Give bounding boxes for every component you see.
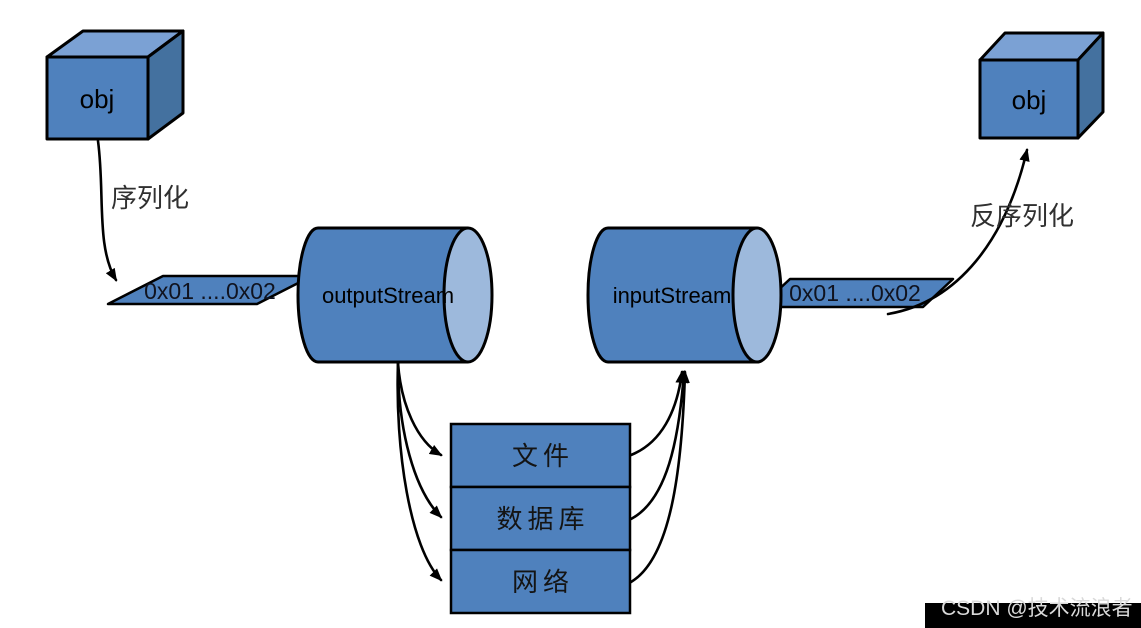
destination-network-label: 网络 xyxy=(512,567,574,597)
arrow-out-to-network xyxy=(396,361,443,582)
box-rect xyxy=(449,548,632,615)
target-object-label: obj xyxy=(1012,85,1047,115)
arrow-out-to-file xyxy=(396,361,443,457)
watermark-bar xyxy=(925,603,1141,628)
deserialize-arrow xyxy=(886,148,1030,316)
cube-front-face xyxy=(978,58,1080,140)
destination-network-box: 网络 xyxy=(449,548,632,615)
cylinder-cap xyxy=(442,226,494,364)
arrow-network-to-in xyxy=(629,370,690,584)
deserialize-label: 反序列化 xyxy=(970,201,1074,231)
arrow-database-to-in xyxy=(629,370,689,521)
output-stream-cylinder: outputStream xyxy=(296,226,494,364)
arrow-file-to-in xyxy=(629,370,686,457)
output-stream-label: outputStream xyxy=(322,283,454,308)
serialized-bytes-left-label: 0x01 ....0x02 xyxy=(144,278,276,304)
input-stream-cylinder: inputStream xyxy=(586,226,783,364)
box-rect xyxy=(449,485,632,552)
destination-file-label: 文件 xyxy=(512,441,574,471)
arrow-out-to-database xyxy=(396,361,443,519)
watermark-text: CSDN @技术流浪者 xyxy=(941,597,1133,620)
input-stream-label: inputStream xyxy=(613,283,732,308)
serialize-arrow xyxy=(96,139,118,282)
serialized-bytes-left xyxy=(106,274,314,306)
cylinder-cap xyxy=(731,226,783,364)
serialize-label: 序列化 xyxy=(111,183,189,213)
cube-front-face xyxy=(45,55,150,141)
serialized-bytes-right-label: 0x01 ....0x02 xyxy=(789,280,921,306)
source-object-cube: obj xyxy=(45,29,185,141)
destination-file-box: 文件 xyxy=(449,422,632,489)
source-object-label: obj xyxy=(80,84,115,114)
cylinder-body xyxy=(586,226,757,364)
destination-database-label: 数据库 xyxy=(496,504,589,534)
cylinder-body xyxy=(296,226,468,364)
destination-database-box: 数据库 xyxy=(449,485,632,552)
target-object-cube: obj xyxy=(978,31,1105,140)
